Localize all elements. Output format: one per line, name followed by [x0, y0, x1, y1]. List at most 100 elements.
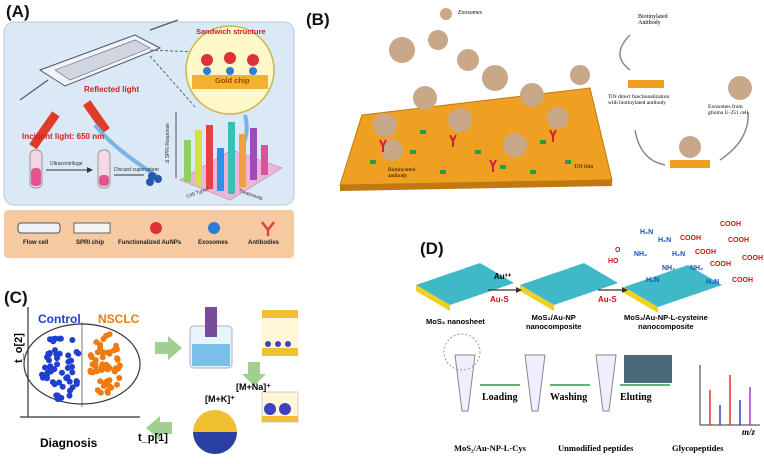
scatter-point	[97, 344, 104, 351]
arrow-right-c1	[155, 336, 182, 360]
scatter-point	[108, 384, 115, 391]
mos2-nanosheets	[416, 263, 722, 313]
scatter-point	[45, 350, 52, 357]
nsclc-label: NSCLC	[98, 312, 140, 326]
scatter-point	[87, 352, 94, 359]
eluting-label: Eluting	[620, 392, 652, 403]
reflected-light-label: Reflected light	[84, 85, 140, 94]
scatter-point	[52, 347, 58, 354]
flow-cell-icon	[19, 19, 179, 101]
chem-label: H₂N	[672, 251, 686, 258]
chem-label: O	[615, 247, 621, 254]
washing-label: Washing	[550, 392, 588, 403]
tin-film-surface	[339, 87, 613, 186]
scatter-point	[114, 355, 121, 362]
au-label: Au³⁺	[494, 272, 512, 281]
gold-chip	[192, 75, 268, 89]
chem-label: H₂N	[658, 237, 672, 244]
chem-label: NH₂	[634, 251, 648, 258]
sandwich-particles	[201, 52, 259, 75]
exosomes-from-label: Exosomes from glioma U-251 cell	[708, 104, 749, 116]
y-axis-label: t_o[2]	[12, 333, 25, 363]
x-axis-label: t_p[1]	[138, 432, 168, 444]
discard-label: Discard supernatant	[114, 167, 159, 173]
scatter-point	[66, 392, 73, 399]
scatter-point	[65, 352, 72, 359]
mos2-au-label: MoS₂/Au-NP nanocomposite	[526, 313, 582, 331]
panel-a: (A) Sandwich structure Gold chip Reflect…	[0, 0, 300, 260]
loading-label: Loading	[482, 392, 518, 403]
scatter-point	[116, 375, 123, 381]
scatter-point	[114, 381, 120, 388]
nsclc-points	[87, 331, 123, 396]
scatter-point	[93, 368, 100, 375]
scatter-point	[69, 384, 76, 391]
legend-aunps: Functionalized AuNPs	[118, 240, 182, 246]
legend-glycopeptides: Glycopeptides	[672, 443, 724, 453]
scatter-point	[59, 383, 66, 390]
biotin-antibody-surface-label: Biotinylated antibody	[388, 167, 416, 179]
panel-d-graphic	[416, 263, 760, 426]
scatter-point	[44, 369, 51, 376]
scatter-point	[59, 369, 65, 376]
scatter-point	[106, 349, 113, 356]
scatter-point	[46, 357, 52, 364]
ion-na-label: [M+Na]⁺	[236, 382, 272, 392]
legend-antibodies: Antibodies	[248, 240, 279, 246]
arrow-down-c	[242, 362, 266, 386]
chem-label: COOH	[710, 261, 731, 268]
control-points	[39, 335, 82, 403]
scatter-point	[51, 366, 58, 373]
incident-light-label: Incident light: 650 nm	[22, 132, 105, 141]
panel-c: (C) Control NSCLC t_o[2] Diagnosis t_p[1…	[0, 282, 300, 464]
scatter-point	[97, 378, 104, 385]
biotin-antibody-top-label: Biotinylated Antibody	[638, 14, 668, 26]
scatter-point	[92, 360, 99, 367]
ultracentrifuge-label: Ultracentrifuge	[50, 161, 83, 167]
exosome-legend-icon	[440, 8, 452, 20]
scatter-point	[51, 381, 58, 388]
tube-icons	[29, 149, 162, 189]
panel-a-label: (A)	[6, 2, 30, 21]
panel-c-label: (C)	[4, 288, 28, 307]
plate-closeup	[261, 391, 299, 423]
exosomes-label: Exosomes	[458, 10, 482, 16]
scatter-point	[101, 380, 108, 387]
chem-label: NH₂	[690, 265, 704, 272]
scatter-point	[87, 367, 94, 374]
legend-mos2-cys: MoS₂/Au-NP-L-Cys	[454, 443, 526, 453]
spri-bar-chart	[175, 112, 283, 201]
scatter-point	[112, 365, 119, 372]
red-antibodies	[379, 129, 557, 172]
scatter-point	[106, 365, 113, 372]
control-label: Control	[38, 312, 81, 326]
scatter-point	[97, 389, 104, 396]
scatter-point	[102, 365, 109, 372]
chem-label: H₂N	[706, 279, 720, 286]
scatter-point	[52, 335, 59, 342]
exosome-on-chip	[679, 136, 701, 158]
scatter-point	[106, 377, 113, 384]
scatter-point	[69, 369, 76, 376]
chem-label: HO	[608, 258, 619, 265]
mos2-au-cys-label: MoS₂/Au-NP-L-cysteine nanocomposite	[624, 313, 708, 331]
scatter-point	[39, 371, 45, 378]
chem-label: COOH	[728, 237, 749, 244]
antibody-markers	[370, 130, 571, 174]
panel-d: (D) Au³⁺ Au-S Au-S MoS₂ nanosheet MoS₂/A…	[410, 215, 764, 464]
panel-c-graphic	[20, 307, 299, 454]
au-s-label-1: Au-S	[490, 295, 509, 304]
scatter-point	[93, 339, 100, 346]
spri-axis-label: Δ SPRi Response	[164, 123, 171, 163]
chem-label: H₂N	[646, 277, 660, 284]
photo-tubes	[624, 355, 672, 383]
panel-d-label: (D)	[420, 239, 444, 258]
diagnosis-label: Diagnosis	[40, 436, 98, 450]
legend-exosomes: Exosomes	[198, 240, 229, 246]
ion-k-label: [M+K]⁺	[205, 394, 235, 404]
slide-in-beaker	[205, 307, 217, 337]
panel-a-graphic	[3, 19, 295, 258]
reflected-light-beam	[82, 100, 110, 134]
tin-chip-2	[670, 160, 710, 168]
scatter-point	[63, 375, 70, 382]
